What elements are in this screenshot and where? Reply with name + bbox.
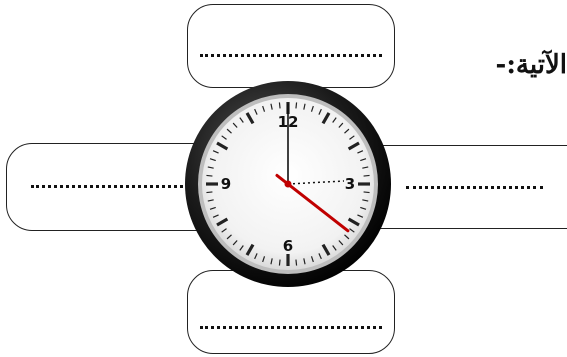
minute-mark (279, 260, 280, 266)
minute-mark (296, 260, 297, 266)
clock-number: 6 (283, 237, 293, 255)
answer-box-top[interactable] (187, 4, 395, 88)
dotted-line (200, 326, 382, 329)
dotted-line (31, 185, 195, 188)
dotted-line (406, 186, 543, 189)
clock-number: 9 (221, 175, 231, 193)
minute-mark (279, 102, 280, 108)
minute-mark (364, 192, 370, 193)
minute-mark (364, 175, 370, 176)
minute-mark (296, 102, 297, 108)
instruction-heading: الآتية:- (496, 50, 567, 80)
clock-center-pin (285, 181, 292, 188)
dotted-line (200, 54, 382, 57)
clock-number: 3 (345, 175, 355, 193)
minute-mark (206, 175, 212, 176)
minute-mark (206, 192, 212, 193)
